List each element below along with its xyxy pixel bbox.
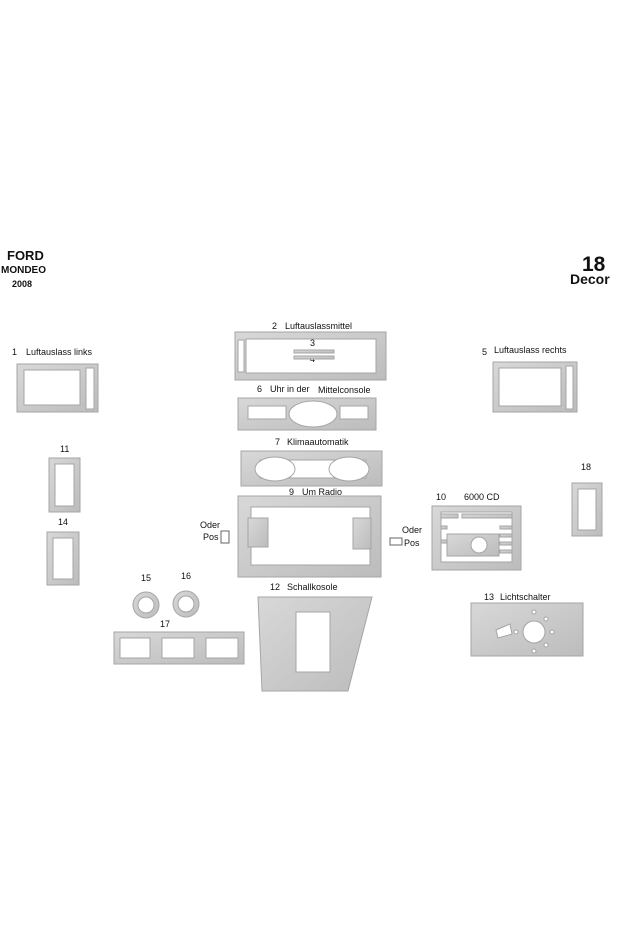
part-11-frame (48, 457, 81, 513)
label-2-name: Luftauslassmittel (285, 321, 353, 331)
label-14-number: 14 (58, 517, 69, 527)
part-10-slot-top (440, 513, 459, 519)
brand-title: FORD (7, 248, 44, 263)
label-13-name: Lichtschalter (500, 592, 551, 602)
part-15-ring (132, 591, 160, 619)
label-7-number: 7 (275, 437, 281, 447)
part-10-rib-5 (440, 525, 448, 530)
part-10-slot-top-2 (461, 513, 513, 519)
part-13-small-hole (495, 623, 513, 639)
part-5-vent-right (492, 361, 578, 413)
part-13-dot-1 (531, 609, 537, 615)
label-pos-right: Pos (404, 538, 420, 548)
part-13-dot-5 (543, 616, 549, 622)
part-9-alt-left (220, 530, 230, 544)
part-9-tab-right (352, 517, 372, 550)
part-13-dot-2 (531, 648, 537, 654)
piece-unit: Decor (570, 271, 610, 287)
label-oder-left: Oder (200, 520, 221, 530)
label-3-number: 3 (310, 338, 316, 348)
part-2-side-slot-left (237, 339, 245, 373)
part-9-tab-left (247, 517, 269, 548)
part-12-shift-console (257, 596, 373, 692)
label-17-number: 17 (160, 619, 171, 629)
label-6-number: 6 (257, 384, 263, 394)
part-3-strip (293, 349, 335, 354)
label-11-number: 11 (60, 444, 70, 454)
part-10-knob-hole (470, 536, 488, 554)
label-6-name-b: Mittelconsole (318, 385, 371, 395)
label-6-name-a: Uhr in der (270, 384, 310, 394)
part-10-rib-3 (499, 541, 513, 546)
part-14-frame (46, 531, 80, 586)
part-4-strip (293, 355, 335, 360)
label-pos-left: Pos (203, 532, 219, 542)
part-10-rib-4 (499, 549, 513, 554)
label-12-number: 12 (270, 582, 281, 592)
part-16-ring (172, 590, 200, 618)
part-9-alt-right (389, 537, 403, 546)
label-7-name: Klimaautomatik (287, 437, 349, 447)
part-13-dot-3 (549, 629, 555, 635)
part-13-dot-4 (513, 629, 519, 635)
part-7-knob-left (254, 456, 296, 482)
label-oder-right: Oder (402, 525, 423, 535)
label-2-number: 2 (272, 321, 278, 331)
label-9-name: Um Radio (302, 487, 343, 497)
model-title: MONDEO (1, 265, 46, 276)
label-1-number: 1 (12, 347, 18, 357)
part-18-frame (571, 482, 603, 537)
part-13-dot-6 (543, 642, 549, 648)
label-5-number: 5 (482, 347, 488, 357)
part-7-knob-right (328, 456, 370, 482)
piece-count: 18 (582, 253, 606, 276)
part-10-rib-1 (499, 525, 513, 530)
label-15-number: 15 (141, 573, 152, 583)
part-10-rib-6 (440, 539, 448, 544)
label-5-name: Luftauslass rechts (494, 345, 567, 355)
label-9-number: 9 (289, 487, 295, 497)
label-10-name: 6000 CD (464, 492, 500, 502)
label-18-number: 18 (581, 462, 592, 472)
part-6-clock-hole (288, 400, 338, 428)
label-12-name: Schallkosole (287, 582, 338, 592)
part-13-dial-hole (522, 620, 546, 644)
part-10-cd-panel (431, 505, 522, 571)
label-10-number: 10 (436, 492, 447, 502)
part-2-vent-center (234, 331, 387, 381)
label-13-number: 13 (484, 592, 495, 602)
label-1-name: Luftauslass links (26, 347, 93, 357)
year-label: 2008 (12, 279, 33, 289)
label-16-number: 16 (181, 571, 192, 581)
part-17-triple-frame (113, 631, 245, 665)
part-10-rib-2 (499, 533, 513, 538)
part-1-vent-left (16, 363, 99, 413)
